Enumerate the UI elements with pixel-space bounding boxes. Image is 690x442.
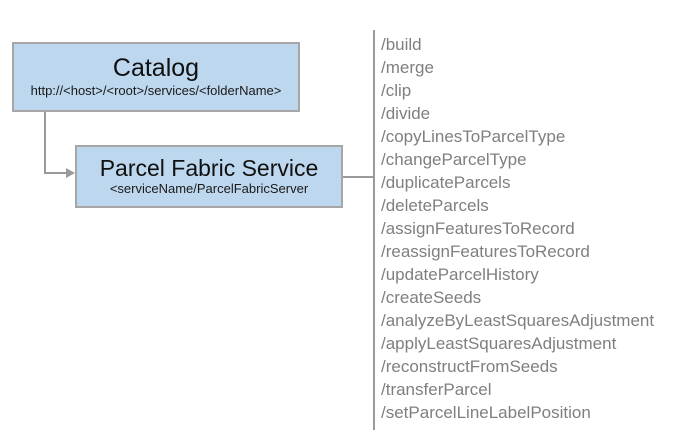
operation-item: /applyLeastSquaresAdjustment xyxy=(381,334,617,353)
operation-item: /analyzeByLeastSquaresAdjustment xyxy=(381,311,655,330)
operation-item: /setParcelLineLabelPosition xyxy=(381,403,591,422)
operation-item: /changeParcelType xyxy=(381,150,527,169)
operations-list: /build/merge/clip/divide/copyLinesToParc… xyxy=(381,33,681,424)
node-catalog-title: Catalog xyxy=(112,54,200,83)
connector-catalog-to-service-horizontal xyxy=(44,172,68,174)
operation-item: /assignFeaturesToRecord xyxy=(381,219,575,238)
operation-item: /transferParcel xyxy=(381,380,492,399)
operation-item: /createSeeds xyxy=(381,288,482,307)
connector-catalog-to-service-vertical xyxy=(44,112,46,174)
operations-divider-line xyxy=(373,30,375,430)
operation-item: /copyLinesToParcelType xyxy=(381,127,566,146)
node-catalog-url: http://<host>/<root>/services/<folderNam… xyxy=(30,83,282,99)
operation-item: /clip xyxy=(381,81,412,100)
operation-item: /merge xyxy=(381,58,434,77)
operation-item: /divide xyxy=(381,104,431,123)
operation-item: /deleteParcels xyxy=(381,196,489,215)
node-catalog: Catalog http://<host>/<root>/services/<f… xyxy=(12,42,300,112)
node-parcel-fabric-service-title: Parcel Fabric Service xyxy=(99,155,319,182)
operation-item: /reconstructFromSeeds xyxy=(381,357,558,376)
arrowhead-right-icon xyxy=(66,168,75,178)
operation-item: /reassignFeaturesToRecord xyxy=(381,242,590,261)
operation-item: /updateParcelHistory xyxy=(381,265,539,284)
operation-item: /build xyxy=(381,35,422,54)
connector-service-to-operations xyxy=(343,176,375,178)
node-parcel-fabric-service: Parcel Fabric Service <serviceName/Parce… xyxy=(75,145,343,208)
operation-item: /duplicateParcels xyxy=(381,173,511,192)
node-parcel-fabric-service-path: <serviceName/ParcelFabricServer xyxy=(109,181,309,197)
